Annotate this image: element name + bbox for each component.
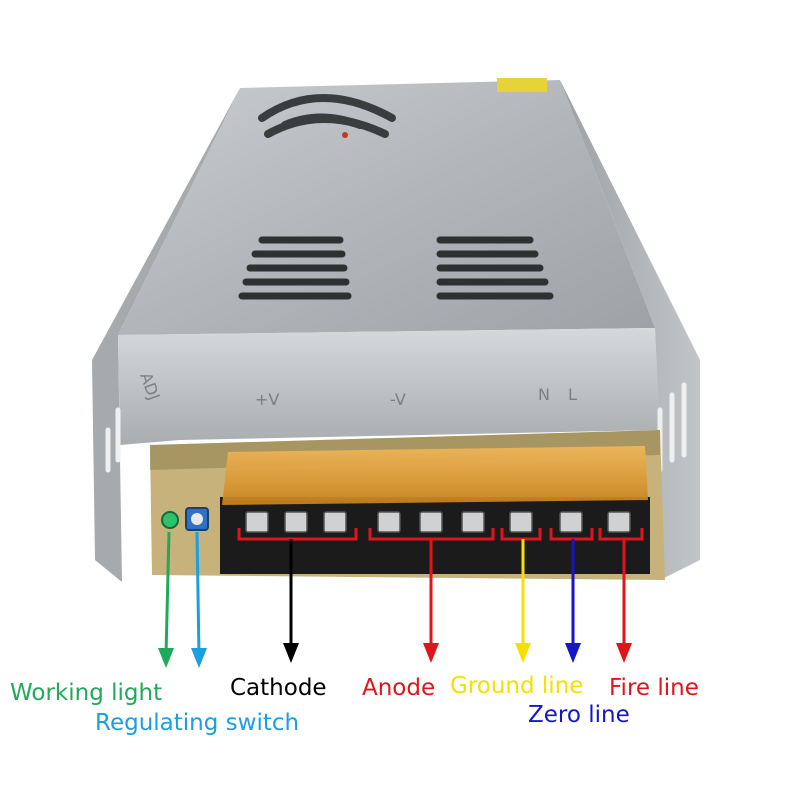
marking-plus-v: +V bbox=[255, 390, 279, 409]
case-left-side bbox=[92, 88, 240, 582]
sticker bbox=[497, 78, 547, 92]
label-regulating-switch: Regulating switch bbox=[95, 710, 300, 736]
bracket-cathode bbox=[237, 528, 358, 541]
label-anode: Anode bbox=[362, 675, 436, 701]
bracket-fire bbox=[598, 528, 644, 541]
vent-slots-left bbox=[238, 236, 352, 300]
arrow-working-light bbox=[164, 531, 171, 656]
bracket-ground bbox=[500, 528, 542, 541]
label-fire-line: Fire line bbox=[609, 675, 699, 701]
marking-n: N bbox=[538, 385, 550, 404]
arrow-regulating-switch bbox=[195, 531, 201, 656]
working-light-led bbox=[161, 511, 179, 529]
label-working-light: Working light bbox=[10, 680, 163, 706]
vent-slots-right bbox=[436, 236, 554, 300]
label-ground-line: Ground line bbox=[450, 673, 584, 699]
terminal-screws bbox=[245, 511, 631, 533]
marking-minus-v: -V bbox=[390, 390, 406, 409]
label-zero-line: Zero line bbox=[528, 702, 630, 728]
label-cathode: Cathode bbox=[230, 675, 327, 701]
terminal-cover bbox=[222, 446, 648, 505]
marking-l: L bbox=[568, 385, 577, 404]
case-right-side bbox=[560, 80, 700, 580]
terminal-block bbox=[220, 497, 650, 574]
fan-grille bbox=[258, 94, 396, 138]
case-front-panel bbox=[118, 328, 660, 445]
